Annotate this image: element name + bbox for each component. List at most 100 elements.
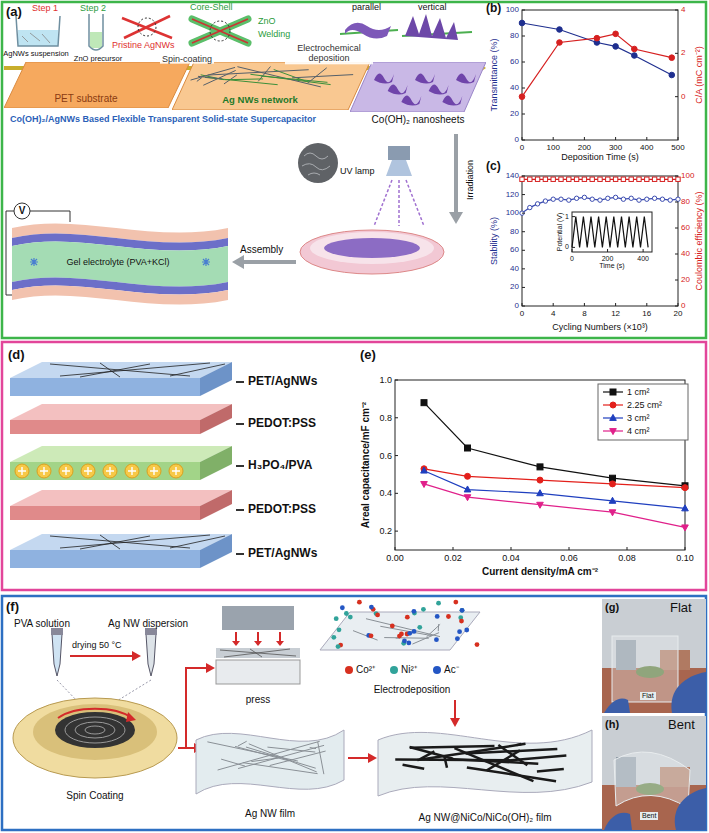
nanowire-network bbox=[334, 616, 339, 621]
data-series bbox=[537, 502, 544, 508]
legend-swatch bbox=[433, 666, 441, 674]
label: Step 1 bbox=[32, 3, 58, 13]
tick-label: 300 bbox=[609, 143, 622, 152]
tick-label: 20 bbox=[681, 275, 690, 284]
edge-label: Electrochemical deposition bbox=[285, 43, 373, 64]
data-series bbox=[598, 177, 602, 181]
photo bbox=[602, 599, 706, 713]
tick-label: 20 bbox=[674, 309, 683, 318]
chart-plot bbox=[643, 249, 644, 252]
label: Flat bbox=[670, 601, 692, 616]
data-series bbox=[520, 211, 524, 215]
legend-sample bbox=[603, 429, 623, 435]
chart-plot bbox=[522, 268, 525, 269]
slab-shape bbox=[350, 62, 486, 112]
slab-shape bbox=[198, 76, 222, 79]
process-arrow bbox=[232, 255, 244, 269]
chart-plot bbox=[646, 137, 647, 140]
data-series bbox=[421, 467, 428, 473]
layer-stack bbox=[10, 378, 200, 396]
chart-plot bbox=[522, 194, 525, 195]
data-series bbox=[609, 510, 616, 516]
legend-swatch bbox=[390, 666, 398, 674]
axis-title: Cycling Numbers (×10³) bbox=[552, 322, 647, 332]
layer-stack bbox=[18, 467, 180, 475]
test-tube-icon bbox=[89, 14, 103, 50]
nanowire-icon bbox=[138, 18, 156, 36]
nanowire-network bbox=[464, 628, 469, 633]
data-series bbox=[572, 217, 648, 248]
chart-plot bbox=[395, 417, 398, 418]
panel-label: (b) bbox=[486, 2, 501, 16]
node-text: PET substrate bbox=[4, 93, 168, 105]
film-sheet bbox=[378, 730, 592, 796]
tick-label: 0 bbox=[681, 92, 685, 101]
chart-plot bbox=[675, 254, 678, 255]
test-tube-icon bbox=[89, 14, 103, 50]
label: Gel electrolyte (PVA+KCl) bbox=[66, 257, 169, 267]
data-series bbox=[645, 197, 649, 201]
process-arrow bbox=[178, 668, 206, 748]
pipette-icon bbox=[51, 628, 63, 635]
nanowire-network bbox=[457, 629, 462, 634]
slab-shape bbox=[308, 68, 326, 83]
layer-stack bbox=[50, 535, 225, 549]
data-series bbox=[610, 475, 616, 481]
label: parallel bbox=[352, 2, 381, 12]
tick-label: 12 bbox=[611, 309, 620, 318]
edge-label: Spin-coating bbox=[160, 54, 214, 64]
tick-label: 60 bbox=[510, 57, 519, 66]
nanowire-network bbox=[384, 637, 429, 639]
axis-title: Stability (%) bbox=[489, 217, 499, 265]
data-series bbox=[676, 177, 680, 181]
data-series bbox=[537, 477, 543, 483]
data-series bbox=[632, 53, 638, 59]
tick-label: 20 bbox=[510, 109, 519, 118]
chart-plot bbox=[572, 249, 573, 252]
petri-dish bbox=[324, 238, 420, 258]
layer-stack bbox=[10, 490, 232, 506]
axis-title: C/A (mC cm⁻²) bbox=[694, 46, 704, 104]
data-series bbox=[567, 177, 571, 181]
tick-label: 4 bbox=[681, 5, 685, 14]
nanowire-network bbox=[410, 746, 495, 748]
data-series bbox=[682, 525, 689, 531]
photo bbox=[604, 813, 632, 830]
nanowire-network bbox=[221, 759, 245, 766]
photo bbox=[612, 636, 678, 702]
chart-plot bbox=[584, 137, 585, 140]
layer-stack bbox=[200, 534, 232, 568]
tick-label: 0.02 bbox=[444, 553, 462, 563]
data-series bbox=[669, 55, 675, 61]
data-series bbox=[519, 94, 525, 100]
axis-title: Transmittance (%) bbox=[489, 38, 499, 111]
tick-label: 500 bbox=[671, 143, 684, 152]
film-sheet bbox=[320, 612, 480, 650]
nanowire-icon bbox=[192, 19, 248, 43]
nanowire-network bbox=[390, 624, 395, 629]
layer-stack bbox=[10, 404, 232, 420]
panel-label: (d) bbox=[8, 348, 25, 363]
nanosheet-icon bbox=[340, 14, 472, 40]
photo bbox=[614, 752, 690, 808]
data-series bbox=[519, 20, 525, 26]
chart-frame bbox=[572, 212, 652, 252]
chart-plot bbox=[646, 303, 647, 306]
data-series bbox=[557, 27, 563, 33]
chart-plot bbox=[627, 547, 628, 550]
substrate-slab: Ag NWs network bbox=[172, 62, 370, 110]
tick-label: 100 bbox=[681, 171, 694, 180]
tick-label: 200 bbox=[602, 255, 614, 263]
axis-title: Deposition Time (s) bbox=[561, 152, 639, 162]
test-tube-icon bbox=[90, 32, 102, 48]
supercapacitor-device bbox=[14, 203, 30, 219]
chart-plot bbox=[553, 137, 554, 140]
nanowire-network bbox=[427, 624, 441, 637]
data-series bbox=[632, 46, 638, 52]
press-icon bbox=[216, 606, 300, 684]
uv-lamp-icon bbox=[374, 146, 424, 226]
nanowire-network bbox=[406, 641, 411, 646]
label: Assembly bbox=[240, 244, 283, 256]
tick-label: 1 bbox=[565, 213, 569, 221]
